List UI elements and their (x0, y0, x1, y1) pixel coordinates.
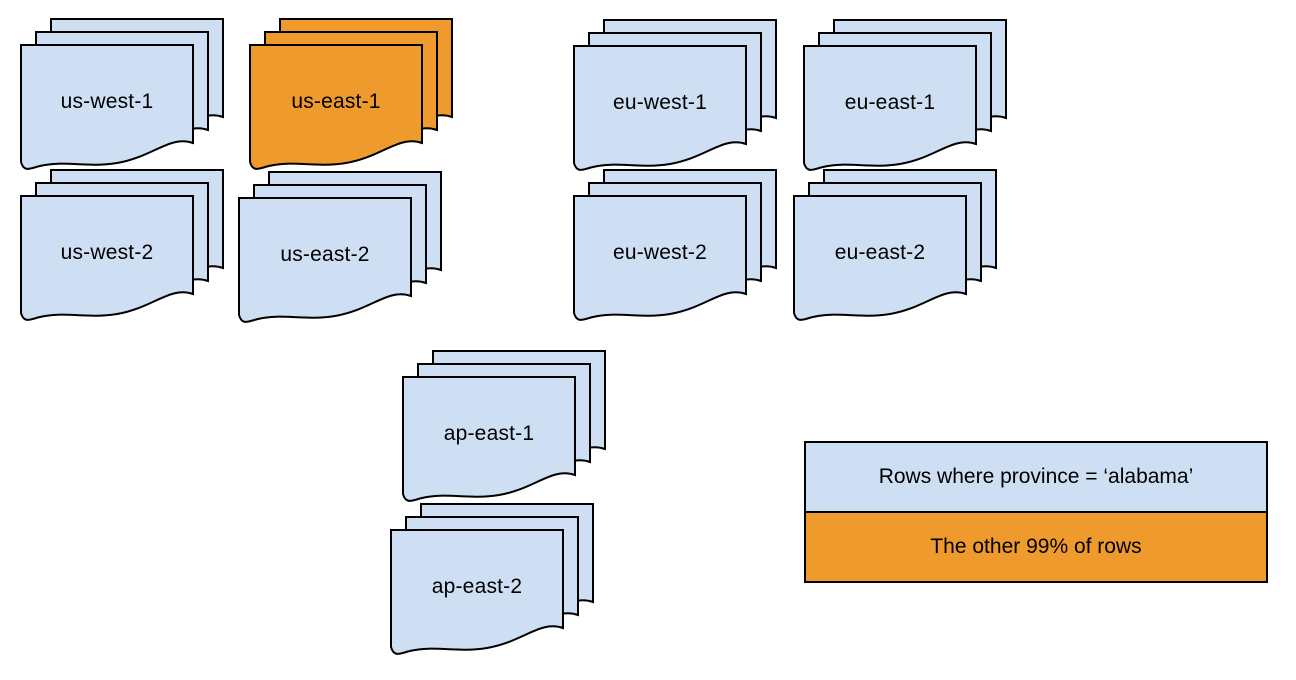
document-sheet-icon (573, 195, 747, 321)
document-sheet-icon (20, 195, 194, 321)
region-label-ap-east-1: ap-east-1 (443, 422, 535, 445)
region-label-eu-west-1: eu-west-1 (612, 91, 707, 114)
region-stack-ap-east-1: ap-east-1 (402, 350, 606, 503)
legend-item-alabama-rows: Rows where province = ‘alabama’ (806, 443, 1266, 511)
document-sheet-icon (573, 45, 747, 171)
region-stack-us-east-1: us-east-1 (249, 18, 453, 171)
region-label-eu-west-2: eu-west-2 (612, 241, 707, 264)
document-sheet-icon (402, 376, 576, 502)
region-stack-eu-east-1: eu-east-1 (803, 19, 1007, 172)
document-sheet-icon (249, 44, 423, 170)
document-sheet-icon (793, 195, 967, 321)
region-label-eu-east-2: eu-east-2 (834, 241, 926, 264)
legend-item-other-rows: The other 99% of rows (806, 511, 1266, 581)
region-label-us-west-2: us-west-2 (60, 241, 154, 264)
legend-item-alabama-label: Rows where province = ‘alabama’ (878, 465, 1194, 488)
region-label-ap-east-2: ap-east-2 (431, 575, 523, 598)
document-sheet-icon (238, 197, 412, 323)
region-stack-us-west-2: us-west-2 (20, 169, 224, 322)
legend-item-other-label: The other 99% of rows (930, 535, 1142, 558)
region-stack-eu-west-1: eu-west-1 (573, 19, 777, 172)
region-stack-eu-east-2: eu-east-2 (793, 169, 997, 322)
legend: Rows where province = ‘alabama’ The othe… (804, 441, 1268, 583)
region-label-us-east-2: us-east-2 (280, 243, 370, 266)
region-stack-us-east-2: us-east-2 (238, 171, 442, 324)
region-label-us-west-1: us-west-1 (60, 90, 154, 113)
region-stack-us-west-1: us-west-1 (20, 18, 224, 171)
region-label-us-east-1: us-east-1 (291, 90, 381, 113)
document-sheet-icon (390, 529, 564, 655)
document-sheet-icon (20, 44, 194, 170)
document-sheet-icon (803, 45, 977, 171)
region-label-eu-east-1: eu-east-1 (844, 91, 936, 114)
region-stack-ap-east-2: ap-east-2 (390, 503, 594, 656)
region-stack-eu-west-2: eu-west-2 (573, 169, 777, 322)
